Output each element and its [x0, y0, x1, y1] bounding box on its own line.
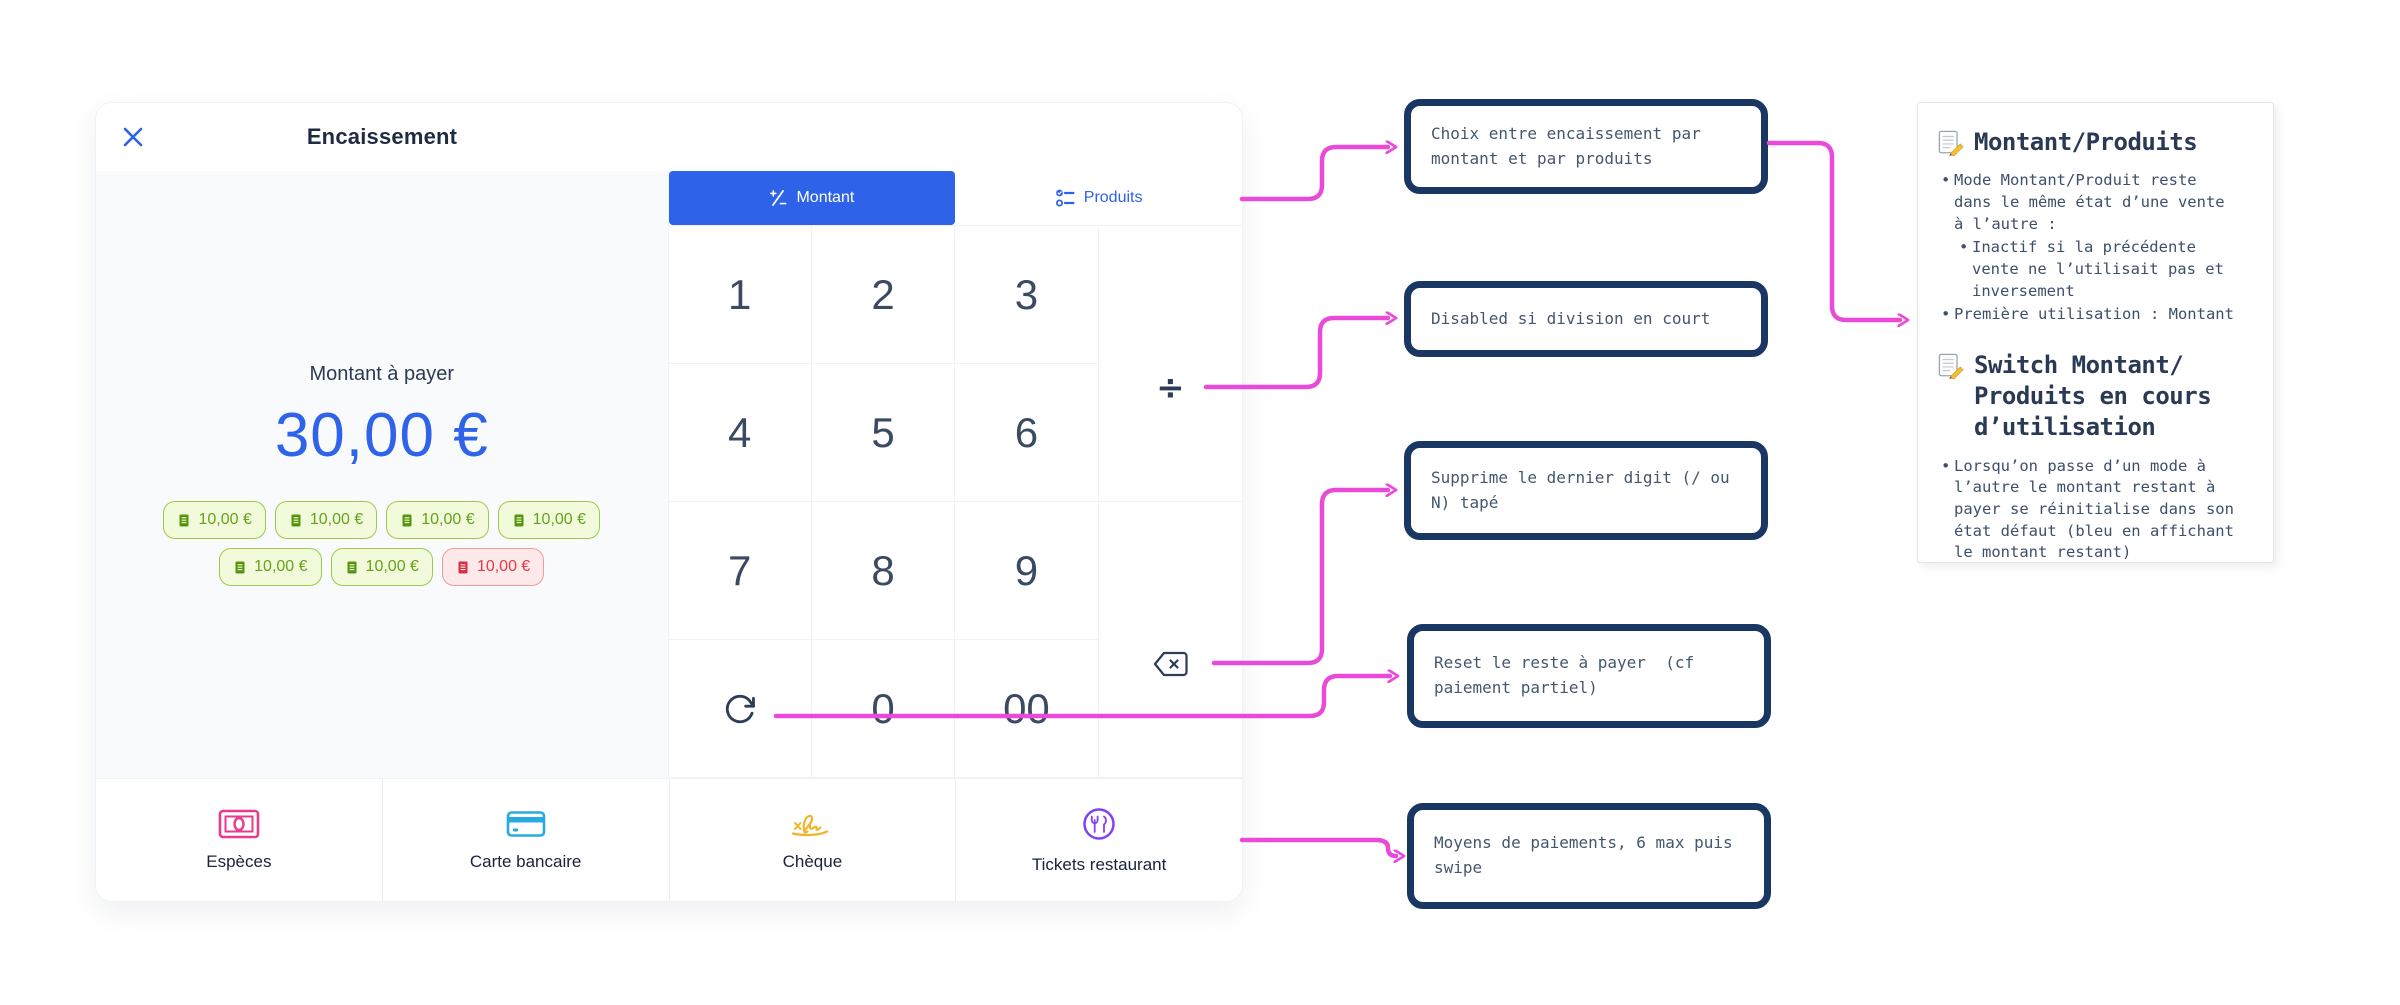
numpad: 1 2 3 ÷ 4 5 6 7 8 9 — [668, 225, 1242, 778]
callout-backspace: Supprime le dernier digit (/ ou N) tapé — [1404, 441, 1768, 540]
notes-card: Montant/Produits Mode Montant/Produit re… — [1917, 102, 2274, 563]
ticket-icon — [347, 561, 357, 573]
modal-header: Encaissement — [96, 103, 1242, 171]
key-1[interactable]: 1 — [668, 226, 812, 364]
payment-chip[interactable]: 10,00 € — [330, 548, 433, 586]
key-divide[interactable]: ÷ — [1098, 226, 1242, 502]
key-8[interactable]: 8 — [811, 502, 956, 640]
ticket-icon — [179, 514, 189, 526]
key-6[interactable]: 6 — [955, 364, 1099, 502]
credit-card-icon — [506, 811, 545, 837]
memo-icon — [1938, 130, 1964, 156]
close-icon — [123, 127, 143, 147]
checklist-icon — [1055, 189, 1075, 207]
key-0[interactable]: 0 — [811, 640, 956, 778]
notes-list-2: Lorsqu’on passe d’un mode à l’autre le m… — [1938, 456, 2239, 564]
ticket-icon — [402, 514, 412, 526]
callout-mode-choice: Choix entre encaissement par montant et … — [1404, 99, 1768, 194]
callout-reset: Reset le reste à payer (cf paiement part… — [1407, 624, 1771, 728]
payment-method-carte-bancaire[interactable]: Carte bancaire — [381, 779, 669, 901]
payment-chips: 10,00 € 10,00 € 10,00 € 10,00 € — [163, 501, 601, 586]
payment-method-cheque[interactable]: Chèque — [668, 779, 956, 901]
payment-chip[interactable]: 10,00 € — [219, 548, 322, 586]
close-button[interactable] — [122, 126, 144, 148]
payment-chip[interactable]: 10,00 € — [497, 501, 601, 539]
payment-method-especes[interactable]: Espèces — [96, 779, 382, 901]
cutlery-circle-icon — [1083, 808, 1115, 840]
tab-produits[interactable]: Produits — [955, 171, 1242, 225]
key-backspace[interactable] — [1098, 502, 1242, 778]
ticket-icon — [458, 561, 468, 573]
notes-title-2: Switch Montant/​Produits en cours d’util… — [1938, 350, 2239, 444]
mode-tabs: Montant Produits — [668, 171, 1242, 225]
key-00[interactable]: 00 — [955, 640, 1099, 778]
note-sub-bullet: Inactif si la précédente vente ne l’util… — [1956, 237, 2239, 302]
payment-chip[interactable]: 10,00 € — [386, 501, 489, 539]
notes-list-1: Mode Montant/Produit reste dans le même … — [1938, 170, 2239, 326]
page-title: Encaissement — [306, 124, 458, 149]
plus-slash-minus-icon — [770, 190, 787, 206]
amount-label: Montant à payer — [309, 363, 455, 385]
callout-payment-means: Moyens de paiements, 6 max puis swipe — [1407, 803, 1771, 909]
key-2[interactable]: 2 — [811, 226, 956, 364]
memo-icon — [1938, 353, 1964, 379]
backspace-icon — [1151, 650, 1189, 678]
payment-methods-bar: Espèces Carte bancaire Chèque — [96, 778, 1242, 901]
rotate-cw-icon — [725, 694, 755, 723]
tab-montant[interactable]: Montant — [668, 171, 956, 225]
key-3[interactable]: 3 — [955, 226, 1099, 364]
banknote-icon — [218, 809, 260, 839]
key-5[interactable]: 5 — [811, 364, 956, 502]
payment-chip[interactable]: 10,00 € — [274, 501, 378, 539]
amount-value: 30,00 € — [274, 401, 489, 470]
encaissement-modal: Encaissement Montant à payer 30,00 € 10,… — [96, 103, 1242, 901]
keypad-panel: Montant Produits 1 2 3 — [667, 171, 1242, 778]
payment-chip[interactable]: 10,00 € — [163, 501, 266, 539]
key-4[interactable]: 4 — [668, 364, 812, 502]
signature-icon — [792, 814, 829, 837]
payment-method-tickets-restaurant[interactable]: Tickets restaurant — [955, 779, 1242, 901]
note-bullet: Lorsqu’on passe d’un mode à l’autre le m… — [1938, 456, 2239, 564]
divide-icon: ÷ — [1156, 367, 1185, 408]
key-reset[interactable] — [668, 640, 812, 778]
arrow-paybar-to-callout — [1239, 837, 1396, 856]
note-bullet: Mode Montant/Produit reste dans le même … — [1938, 170, 2239, 235]
key-9[interactable]: 9 — [955, 502, 1099, 640]
payment-chip-cancelled[interactable]: 10,00 € — [441, 548, 545, 586]
arrow-callout-to-notes — [1766, 140, 1900, 320]
note-bullet: Première utilisation : Montant — [1938, 304, 2239, 326]
ticket-icon — [514, 514, 524, 526]
ticket-icon — [235, 561, 245, 573]
notes-title-1: Montant/Produits — [1938, 127, 2239, 158]
ticket-icon — [291, 514, 301, 526]
amount-panel: Montant à payer 30,00 € 10,00 € 10,00 € … — [96, 171, 668, 778]
arrow-tabs-to-callout — [1239, 147, 1388, 202]
callout-divide-disabled: Disabled si division en court — [1404, 281, 1768, 357]
key-7[interactable]: 7 — [668, 502, 812, 640]
